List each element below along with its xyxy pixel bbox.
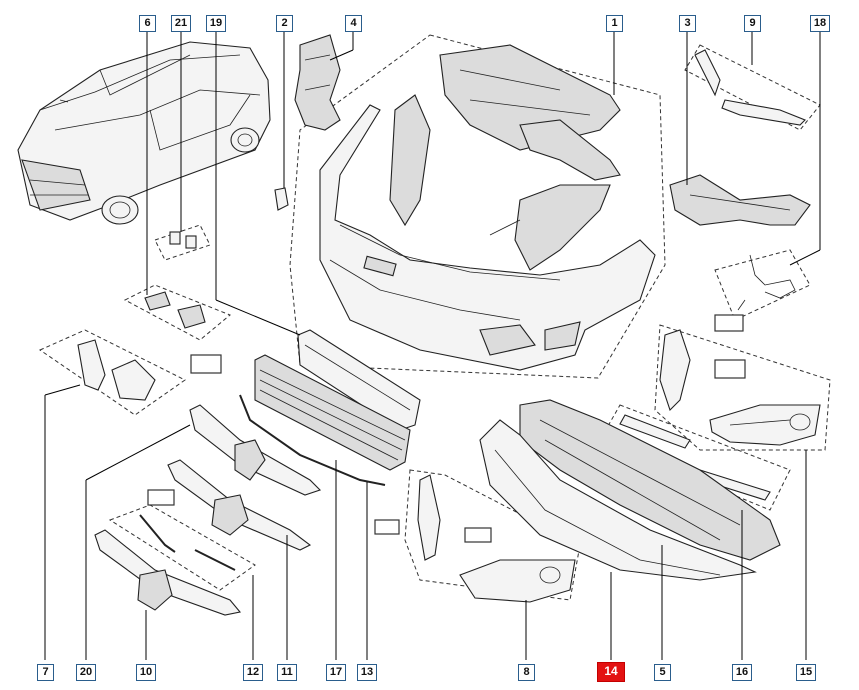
part-bezel-8 — [417, 474, 576, 603]
part-label-19[interactable]: 19 — [206, 15, 226, 32]
part-label-10[interactable]: 10 — [136, 664, 156, 681]
part-label-12[interactable]: 12 — [243, 664, 263, 681]
part-trim-12 — [139, 514, 236, 571]
part-bumper-brackets — [389, 44, 621, 271]
part-label-8[interactable]: 8 — [518, 664, 535, 681]
part-label-4[interactable]: 4 — [345, 15, 362, 32]
car-illustration — [17, 41, 271, 225]
leader-lines — [44, 32, 821, 660]
part-bracket-7 — [77, 339, 156, 401]
part-label-2[interactable]: 2 — [276, 15, 293, 32]
part-grille-19 — [297, 329, 421, 431]
part-grille-17 — [254, 354, 411, 471]
part-front-bumper — [319, 104, 656, 371]
part-label-13[interactable]: 13 — [357, 664, 377, 681]
part-frame-20 — [189, 404, 322, 496]
part-cable-18 — [737, 254, 796, 311]
part-label-18[interactable]: 18 — [810, 15, 830, 32]
part-clips-21 — [169, 231, 197, 249]
part-label-11[interactable]: 11 — [277, 664, 297, 681]
part-label-9[interactable]: 9 — [744, 15, 761, 32]
part-label-15[interactable]: 15 — [796, 664, 816, 681]
part-bezel-15 — [659, 329, 821, 446]
part-label-16[interactable]: 16 — [732, 664, 752, 681]
part-support-3 — [669, 174, 811, 226]
part-clips-6 — [144, 291, 206, 329]
part-label-3[interactable]: 3 — [679, 15, 696, 32]
part-clip-2 — [274, 187, 289, 211]
part-label-21[interactable]: 21 — [171, 15, 191, 32]
part-trim-9 — [694, 49, 806, 126]
part-strip-13 — [239, 394, 386, 486]
part-label-17[interactable]: 17 — [326, 664, 346, 681]
part-label-1[interactable]: 1 — [606, 15, 623, 32]
part-bracket-4 — [294, 34, 341, 131]
part-label-20[interactable]: 20 — [76, 664, 96, 681]
part-spoiler-14 — [479, 419, 757, 581]
part-label-5[interactable]: 5 — [654, 664, 671, 681]
part-frame-11 — [167, 459, 312, 551]
group-outlines — [38, 34, 831, 601]
part-label-7[interactable]: 7 — [37, 664, 54, 681]
part-label-14-highlighted[interactable]: 14 — [597, 662, 625, 682]
part-label-6[interactable]: 6 — [139, 15, 156, 32]
screw-callouts — [147, 314, 746, 543]
part-shield-5 — [519, 399, 781, 561]
part-frame-10 — [94, 529, 242, 616]
